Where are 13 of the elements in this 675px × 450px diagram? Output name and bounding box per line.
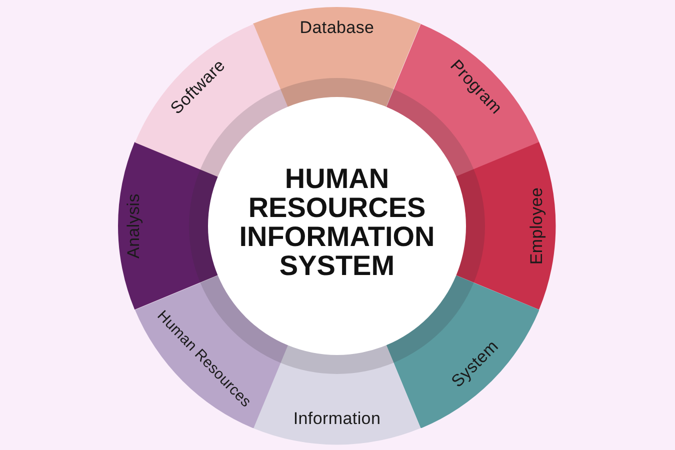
ring-segment: [134, 24, 288, 177]
segment-label: Employee: [527, 187, 547, 265]
center-title: HUMAN RESOURCES INFORMATION SYSTEM: [238, 164, 436, 280]
segment-label: Information: [293, 409, 381, 429]
segment-label: Database: [300, 18, 374, 38]
ring-segment: [455, 142, 556, 310]
ring-segment: [253, 344, 421, 445]
ring-segment: [386, 24, 540, 177]
ring-segment: [118, 142, 219, 310]
ring-segment: [134, 274, 288, 428]
ring-segment: [253, 7, 421, 108]
ring-segment: [386, 274, 540, 428]
segment-label: Analysis: [124, 194, 144, 258]
